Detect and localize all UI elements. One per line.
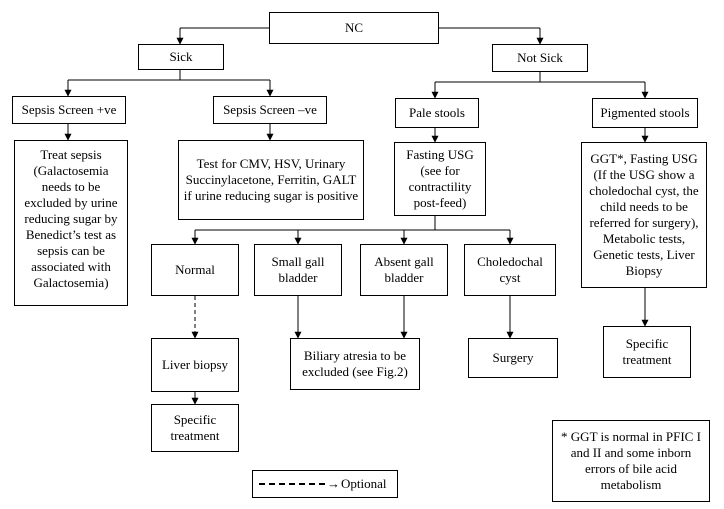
ggt-footnote-text: * GGT is normal in PFIC I and II and som… <box>561 429 701 492</box>
infection-metabolic-tests-text: Test for CMV, HSV, Urinary Succinylaceto… <box>183 156 359 203</box>
legend-arrow-icon: → <box>327 476 340 491</box>
sepsis-negative-label: Sepsis Screen –ve <box>223 102 317 117</box>
not-sick-label: Not Sick <box>517 50 563 65</box>
connector-notsick-split <box>435 72 645 83</box>
surgery-box: Surgery <box>468 338 558 378</box>
fasting-usg-box: Fasting USG (see for contractility post-… <box>394 142 486 216</box>
choledochal-cyst-box: Choledochal cyst <box>464 244 556 296</box>
pale-stools-box: Pale stools <box>395 98 479 128</box>
dashed-line-sample <box>259 483 325 485</box>
specific-treatment-left-label: Specific treatment <box>170 412 220 443</box>
pale-stools-label: Pale stools <box>409 105 465 120</box>
absent-gall-bladder-label: Absent gall bladder <box>374 254 434 285</box>
small-gall-bladder-box: Small gall bladder <box>254 244 342 296</box>
fasting-usg-text: Fasting USG (see for contractility post-… <box>406 147 474 210</box>
liver-biopsy-label: Liver biopsy <box>161 357 229 372</box>
sick-box: Sick <box>138 44 224 70</box>
sepsis-positive-box: Sepsis Screen +ve <box>12 96 126 124</box>
nc-box: NC <box>269 12 439 44</box>
choledochal-cyst-label: Choledochal cyst <box>477 254 543 285</box>
biliary-atresia-box: Biliary atresia to be excluded (see Fig.… <box>290 338 420 390</box>
ggt-workup-box: GGT*, Fasting USG (If the USG show a cho… <box>581 142 707 288</box>
surgery-label: Surgery <box>492 350 534 365</box>
specific-treatment-left-box: Specific treatment <box>151 404 239 452</box>
connector-sick-split <box>68 70 270 81</box>
treat-sepsis-text: Treat sepsis (Galactosemia needs to be e… <box>24 147 118 290</box>
sepsis-positive-label: Sepsis Screen +ve <box>21 102 117 117</box>
pigmented-stools-label: Pigmented stools <box>600 105 690 120</box>
optional-legend: → Optional <box>252 470 398 498</box>
biliary-atresia-text: Biliary atresia to be excluded (see Fig.… <box>302 348 408 379</box>
ggt-footnote-box: * GGT is normal in PFIC I and II and som… <box>552 420 710 502</box>
connector-usg-split <box>195 216 510 231</box>
not-sick-box: Not Sick <box>492 44 588 72</box>
sick-label: Sick <box>169 49 193 64</box>
ggt-workup-text: GGT*, Fasting USG (If the USG show a cho… <box>589 151 699 278</box>
liver-biopsy-box: Liver biopsy <box>151 338 239 392</box>
sepsis-negative-box: Sepsis Screen –ve <box>213 96 327 124</box>
normal-gall-bladder-box: Normal <box>151 244 239 296</box>
specific-treatment-right-label: Specific treatment <box>622 336 672 367</box>
legend-label: Optional <box>341 476 387 491</box>
treat-sepsis-box: Treat sepsis (Galactosemia needs to be e… <box>14 140 128 306</box>
nc-label: NC <box>344 20 364 35</box>
normal-label: Normal <box>175 262 215 277</box>
small-gall-bladder-label: Small gall bladder <box>271 254 325 285</box>
absent-gall-bladder-box: Absent gall bladder <box>360 244 448 296</box>
specific-treatment-right-box: Specific treatment <box>603 326 691 378</box>
infection-metabolic-tests-box: Test for CMV, HSV, Urinary Succinylaceto… <box>178 140 364 220</box>
pigmented-stools-box: Pigmented stools <box>592 98 698 128</box>
